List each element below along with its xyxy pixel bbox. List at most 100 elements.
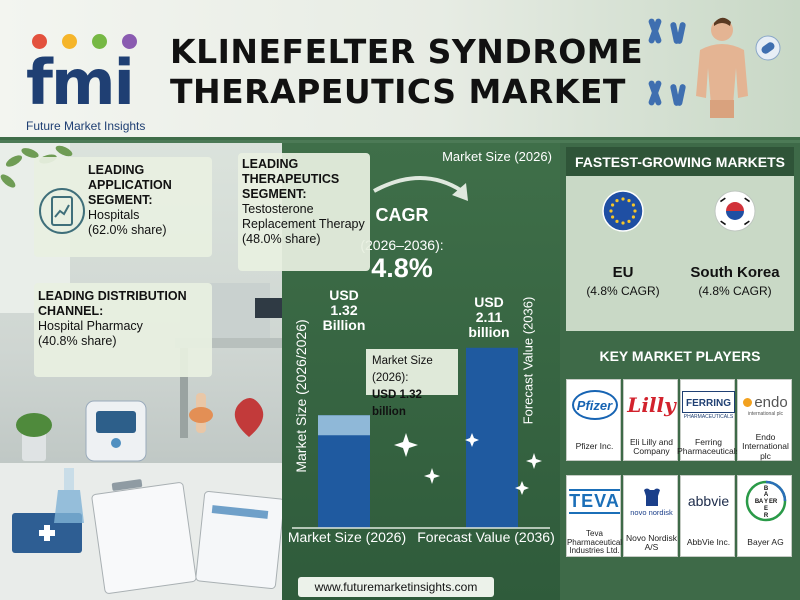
document-chart-icon	[39, 188, 85, 234]
novo-bull-icon	[643, 488, 660, 506]
logo-dot-orange	[62, 34, 77, 49]
market-size-chart: LEADING THERAPEUTICS SEGMENT: Testostero…	[238, 143, 560, 600]
player-card-pfizer: Pfizer Pfizer Inc.	[566, 379, 621, 461]
player-card-abbvie: abbvie AbbVie Inc.	[680, 475, 735, 557]
bar-label-2026: USD 1.32 Billion	[314, 288, 374, 333]
bar-market-size-2026-highlight	[318, 415, 370, 436]
player-name-bayer: Bayer AG	[747, 537, 784, 548]
cagr-label: CAGR	[375, 205, 429, 225]
distribution-value: Hospital Pharmacy	[38, 319, 143, 333]
logo-letters: fmi	[26, 46, 135, 119]
bayer-letter-y: Y	[763, 499, 767, 505]
endo-logo-subtext: international plc	[747, 410, 784, 417]
application-title-1: LEADING APPLICATION	[88, 163, 172, 192]
title-line-2: THERAPEUTICS MARKET	[170, 72, 626, 111]
heart-model-icon	[234, 398, 264, 437]
potted-plant	[16, 413, 52, 461]
novo-nordisk-logo-text: novo nordisk	[630, 507, 673, 517]
footer-url[interactable]: www.futuremarketinsights.com	[298, 577, 494, 597]
key-players-heading: KEY MARKET PLAYERS	[566, 341, 794, 371]
fastest-markets-box: EU (4.8% CAGR) South Korea (4.8% CAGR)	[566, 176, 794, 331]
logo-subtitle: Future Market Insights	[26, 119, 146, 133]
application-segment-card: LEADING APPLICATION SEGMENT: Hospitals (…	[34, 157, 212, 257]
novo-nordisk-logo: novo nordisk	[624, 476, 679, 526]
bar-label-2026-value: 1.32	[330, 302, 358, 318]
left-info-panel: LEADING APPLICATION SEGMENT: Hospitals (…	[0, 143, 282, 600]
chromosome-icon	[648, 18, 686, 106]
knee-model-icon	[189, 393, 213, 433]
logo-dot-green	[92, 34, 107, 49]
player-name-endo: Endo International plc	[742, 431, 789, 461]
endo-logo: endo international plc	[738, 380, 793, 430]
bayer-logo: B A Y E R B A E R	[738, 476, 793, 526]
player-card-endo: endo international plc Endo Internationa…	[737, 379, 792, 461]
application-share: (62.0% share)	[88, 223, 167, 237]
player-name-lilly: Eli Lilly and Company	[630, 436, 673, 456]
market-name-eu: EU	[612, 264, 634, 281]
teva-logo: TEVA	[567, 476, 622, 526]
vertical-label-2026: Market Size (2026/2026)	[293, 319, 309, 473]
bar-label-2036-scale: billion	[468, 324, 510, 340]
bayer-letter-r: R	[763, 513, 768, 519]
bar-label-2026-scale: Billion	[322, 317, 366, 333]
player-card-lilly: Lilly Eli Lilly and Company	[623, 379, 678, 461]
therapeutics-segment-card: LEADING THERAPEUTICS SEGMENT: Testostero…	[238, 153, 370, 271]
pill-icon	[755, 35, 781, 61]
bayer-letter-b: B	[763, 486, 768, 492]
therapeutics-value-2: Replacement Therapy	[242, 217, 365, 231]
growth-arrow-head	[452, 183, 468, 201]
bar-label-2036-unit: USD	[474, 294, 504, 310]
application-value: Hospitals	[88, 208, 140, 222]
ferring-logo-text: FERRING	[686, 397, 731, 409]
pfizer-logo: Pfizer	[567, 380, 622, 430]
header-banner: fmi Future Market Insights KLINEFELTER S…	[0, 0, 800, 140]
lilly-logo-text: Lilly	[627, 393, 676, 417]
flask-icon	[54, 468, 84, 523]
bar-label-2026-unit: USD	[329, 287, 359, 303]
endo-logo-text: endo	[754, 393, 788, 411]
fastest-markets-heading: FASTEST-GROWING MARKETS	[566, 147, 794, 177]
market-name-south-korea: South Korea	[690, 264, 780, 281]
market-cagr-south-korea: (4.8% CAGR)	[698, 284, 772, 298]
chromosome-patient-illustration	[648, 17, 781, 118]
patient-records-icon	[91, 479, 197, 594]
cagr-period: (2026–2036):	[360, 237, 444, 253]
market-cagr-eu: (4.8% CAGR)	[586, 284, 660, 298]
page-title: KLINEFELTER SYNDROME THERAPEUTICS MARKET	[170, 32, 643, 112]
player-name-novo-nordisk: Novo Nordisk A/S	[625, 532, 678, 552]
endo-logo-mark	[743, 397, 753, 407]
teva-logo-text: TEVA	[569, 488, 620, 514]
vertical-label-2036: Forecast Value (2036)	[520, 296, 536, 425]
bayer-letter-a: A	[763, 492, 768, 498]
logo-dot-red	[32, 34, 47, 49]
application-title-2: SEGMENT:	[88, 193, 153, 207]
lilly-logo: Lilly	[624, 380, 679, 430]
title-line-1: KLINEFELTER SYNDROME	[170, 32, 644, 71]
eu-flag-icon	[602, 190, 644, 232]
market-size-annotation: Market Size (2026): USD 1.32 billion	[366, 349, 458, 418]
player-card-teva: TEVA Teva Pharmaceutical Industries Ltd.	[566, 475, 623, 557]
therapeutics-share: (48.0% share)	[242, 232, 321, 246]
player-card-novo-nordisk: novo nordisk Novo Nordisk A/S	[623, 475, 678, 557]
bar-chart-svg	[292, 176, 550, 529]
therapeutics-value-1: Testosterone	[242, 202, 314, 216]
annotation-line-1: Market Size (2026):	[372, 355, 433, 384]
cagr-value: 4.8%	[371, 253, 433, 283]
category-label-2036: Forecast Value (2036)	[417, 529, 555, 545]
bayer-letter-b-left: B	[754, 499, 759, 505]
bar-label-2036-value: 2.11	[475, 309, 503, 325]
sparkle-icons	[394, 433, 542, 495]
ferring-logo-subtext: PHARMACEUTICALS	[683, 413, 734, 420]
bayer-cross-logo: B A Y E R B A E R	[745, 480, 786, 522]
therapeutics-title-1: LEADING THERAPEUTICS	[242, 157, 340, 186]
growth-arrow-icon	[373, 176, 464, 193]
distribution-title-2: CHANNEL:	[38, 304, 104, 318]
south-korea-flag-icon	[714, 190, 756, 232]
abbvie-logo-text: abbvie	[687, 493, 730, 509]
player-name-teva: Teva Pharmaceutical Industries Ltd.	[566, 529, 623, 556]
right-info-panel: FASTEST-GROWING MARKETS EU (4.8% CAGR)	[560, 143, 800, 600]
ferring-logo: FERRING PHARMACEUTICALS	[681, 380, 736, 430]
chart-top-label: Market Size (2026)	[442, 149, 552, 164]
bar-forecast-value-2036	[466, 347, 518, 528]
distribution-share: (40.8% share)	[38, 334, 117, 348]
